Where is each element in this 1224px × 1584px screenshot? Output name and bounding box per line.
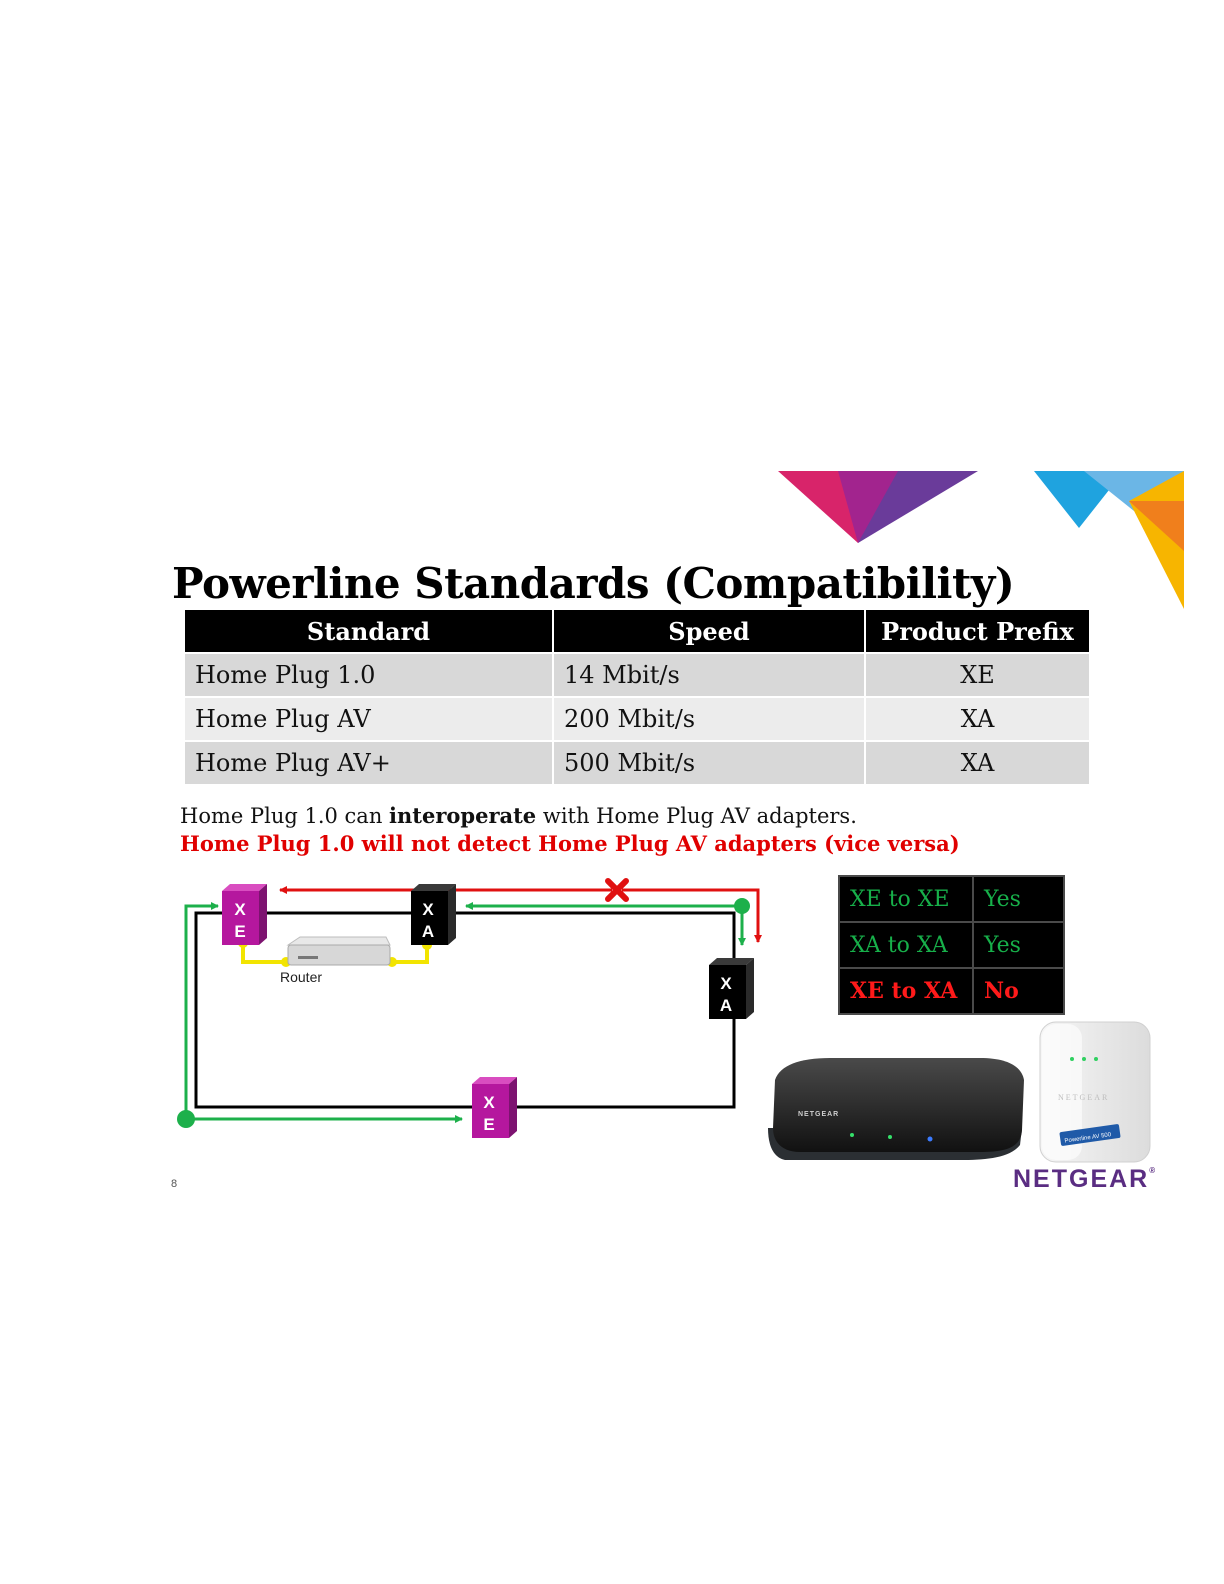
router-device <box>286 936 391 966</box>
column-header-prefix: Product Prefix <box>865 610 1089 653</box>
brand-logo: NETGEAR® <box>1013 1165 1155 1194</box>
compat-row: XE to XE Yes <box>838 875 1065 923</box>
adapter-xe-1: X E <box>222 884 267 945</box>
compat-result: Yes <box>972 875 1065 923</box>
blocked-x-icon <box>605 878 629 902</box>
standards-table: Standard Speed Product Prefix Home Plug … <box>185 610 1089 784</box>
brand-name: NETGEAR <box>1013 1165 1150 1193</box>
cell-standard: Home Plug AV <box>185 696 554 741</box>
warning-note: Home Plug 1.0 will not detect Home Plug … <box>180 831 960 856</box>
interoperate-note: Home Plug 1.0 can interoperate with Home… <box>180 803 857 828</box>
cell-prefix: XE <box>865 652 1089 697</box>
compat-pair: XA to XA <box>838 921 974 969</box>
compat-result: Yes <box>972 921 1065 969</box>
adapter-xa-1: X A <box>411 884 456 945</box>
compat-row: XE to XA No <box>838 967 1065 1015</box>
compat-result: No <box>972 967 1065 1015</box>
svg-text:X: X <box>720 974 732 993</box>
note-text: with Home Plug AV adapters. <box>536 804 857 828</box>
cell-standard: Home Plug AV+ <box>185 740 554 784</box>
svg-text:X: X <box>422 900 434 919</box>
column-header-standard: Standard <box>185 610 554 653</box>
cell-standard: Home Plug 1.0 <box>185 652 554 697</box>
adapter-xe-2: X E <box>472 1077 517 1138</box>
compatibility-matrix: XE to XE Yes XA to XA Yes XE to XA No <box>838 875 1065 1015</box>
product-photos: NETGEAR NETGEAR Powerline AV 500 <box>768 1021 1151 1163</box>
cell-speed: 500 Mbit/s <box>553 740 866 784</box>
compat-pair: XE to XE <box>838 875 974 923</box>
slide-number: 8 <box>171 1178 178 1190</box>
svg-text:NETGEAR: NETGEAR <box>798 1111 839 1118</box>
power-line <box>194 911 736 1109</box>
compat-row: XA to XA Yes <box>838 921 1065 969</box>
svg-text:X: X <box>483 1093 495 1112</box>
page-title: Powerline Standards (Compatibility) <box>172 559 1015 608</box>
adapter-xa-2: X A <box>709 958 754 1019</box>
note-text: Home Plug 1.0 can <box>180 804 390 828</box>
router-label: Router <box>280 969 322 985</box>
svg-text:E: E <box>483 1115 494 1134</box>
powerline-switch-photo: NETGEAR <box>768 1058 1024 1160</box>
decorative-triangle-right <box>1034 471 1184 609</box>
table-row: Home Plug AV 200 Mbit/s XA <box>185 696 1089 741</box>
cell-speed: 14 Mbit/s <box>553 652 866 697</box>
compat-pair: XE to XA <box>838 967 974 1015</box>
cell-speed: 200 Mbit/s <box>553 696 866 741</box>
cell-prefix: XA <box>865 740 1089 784</box>
decorative-triangle-left <box>778 471 978 543</box>
svg-text:X: X <box>234 900 246 919</box>
svg-text:NETGEAR: NETGEAR <box>1058 1093 1109 1102</box>
svg-text:E: E <box>234 922 245 941</box>
table-row: Home Plug AV+ 500 Mbit/s XA <box>185 740 1089 784</box>
table-row: Home Plug 1.0 14 Mbit/s XE <box>185 652 1089 697</box>
registered-mark: ® <box>1149 1166 1156 1175</box>
compatible-links <box>177 898 750 1128</box>
note-emphasis: interoperate <box>389 803 537 828</box>
incompatible-link <box>279 886 762 943</box>
table-header-row: Standard Speed Product Prefix <box>185 610 1089 653</box>
svg-text:A: A <box>720 996 732 1015</box>
column-header-speed: Speed <box>553 610 866 653</box>
svg-text:A: A <box>422 922 434 941</box>
cell-prefix: XA <box>865 696 1089 741</box>
powerline-adapter-photo: NETGEAR Powerline AV 500 <box>1039 1021 1151 1163</box>
powerline-diagram: Router X E X A X A X E <box>177 878 762 1138</box>
